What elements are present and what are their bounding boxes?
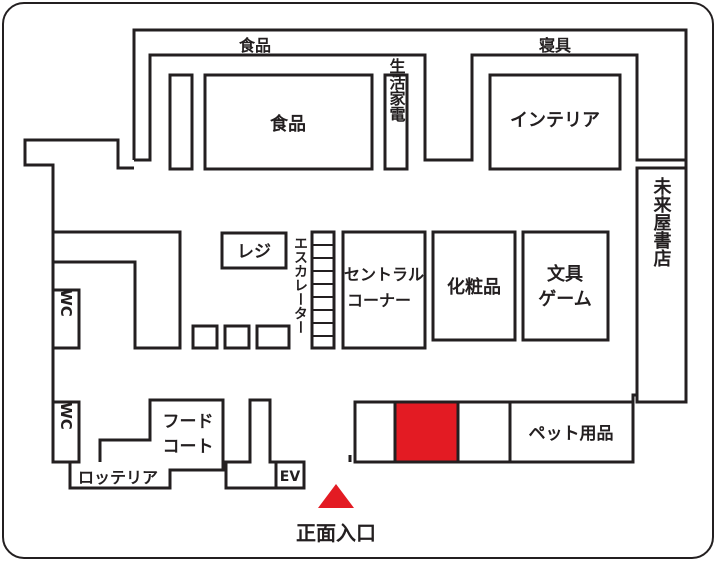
map-frame — [2, 2, 714, 559]
label-wc-upper: WC — [57, 289, 75, 317]
label-interior: インテリア — [510, 110, 600, 131]
escalator — [310, 230, 336, 350]
area-food[interactable] — [203, 73, 374, 171]
store-highlighted[interactable] — [393, 400, 460, 464]
store-blank-2[interactable] — [456, 400, 512, 464]
area-wc-upper[interactable] — [51, 288, 81, 350]
area-pet-goods[interactable] — [508, 400, 635, 464]
area-appliances[interactable] — [383, 73, 409, 171]
label-food-court-1: フード — [163, 412, 214, 432]
food-shelf — [168, 73, 194, 171]
label-escalator: エスカレーター — [292, 236, 308, 334]
food-court-partition — [98, 398, 225, 470]
counter-2 — [223, 324, 251, 350]
area-interior[interactable] — [488, 73, 622, 171]
label-lotteria: ロッテリア — [78, 468, 158, 487]
label-central-corner-2: コーナー — [347, 291, 411, 310]
area-register[interactable] — [220, 231, 288, 270]
label-central-corner-1: セントラル — [344, 265, 424, 284]
label-cosmetics: 化粧品 — [447, 276, 501, 298]
label-wc-lower: WC — [57, 402, 75, 430]
entrance-marker — [318, 484, 354, 508]
area-stationery-games[interactable] — [521, 230, 610, 342]
label-bookstore: 未来屋書店 — [651, 177, 673, 268]
label-food: 食品 — [269, 113, 306, 135]
area-bookstore[interactable] — [635, 166, 688, 404]
label-entrance: 正面入口 — [296, 521, 376, 545]
counter-1 — [191, 324, 219, 350]
area-cosmetics[interactable] — [431, 230, 517, 342]
area-ev[interactable] — [274, 460, 306, 490]
label-bedding-top: 寝具 — [539, 36, 571, 55]
label-stationery: 文具 — [547, 263, 583, 285]
area-wc-lower[interactable] — [51, 400, 81, 464]
label-games: ゲーム — [538, 288, 591, 310]
counter-3 — [255, 324, 291, 350]
label-pet: ペット用品 — [529, 424, 614, 444]
label-food-top: 食品 — [238, 36, 271, 55]
label-appliances: 生活家電 — [387, 57, 406, 123]
label-ev: EV — [280, 469, 301, 485]
area-central-corner[interactable] — [341, 230, 427, 350]
label-food-court-2: コート — [163, 437, 214, 457]
store-blank-1[interactable] — [353, 400, 397, 464]
escalator-steps — [310, 230, 336, 350]
label-register: レジ — [237, 242, 271, 262]
left-inner-wall — [53, 230, 182, 350]
